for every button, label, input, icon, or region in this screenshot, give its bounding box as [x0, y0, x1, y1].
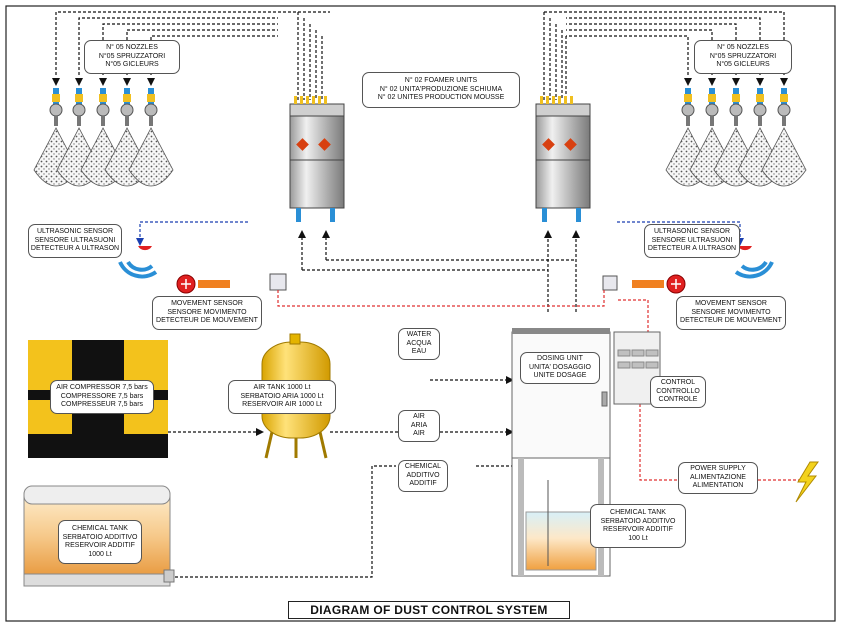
label-ultrasonic-left: ULTRASONIC SENSOR SENSORE ULTRASUONI DET… — [28, 224, 122, 258]
label-line: SERBATOIO ADDITIVO — [62, 533, 138, 541]
label-line: UNITE DOSAGE — [533, 372, 587, 380]
label-power-supply: POWER SUPPLY ALIMENTAZIONE ALIMENTATION — [678, 462, 758, 494]
label-foamer-units: N° 02 FOAMER UNITS N° 02 UNITA'PRODUZION… — [362, 72, 520, 108]
nozzles-right — [681, 88, 791, 126]
label-line: SENSORE ULTRASUONI — [34, 236, 116, 244]
spray-cones-left — [33, 127, 174, 187]
outer-frame — [5, 5, 836, 622]
label-movement-right: MOVEMENT SENSOR SENSORE MOVIMENTO DETECT… — [676, 296, 786, 330]
label-line: N°05 SPRUZZATORI — [709, 52, 777, 60]
label-line: AIR — [413, 413, 425, 421]
label-line: SERBATOIO ADDITIVO — [600, 517, 676, 525]
label-dosing-unit: DOSING UNIT UNITA' DOSAGGIO UNITE DOSAGE — [520, 352, 600, 384]
label-line: MOVEMENT SENSOR — [171, 300, 243, 308]
label-air: AIR ARIA AIR — [398, 410, 440, 442]
label-line: 100 Lt — [628, 534, 648, 542]
label-line: ADDITIF — [409, 480, 437, 488]
label-line: N° 05 NOZZLES — [717, 44, 769, 52]
label-line: CONTROLLO — [656, 387, 700, 395]
label-line: ACQUA — [406, 339, 432, 347]
label-chemical: CHEMICAL ADDITIVO ADDITIF — [398, 460, 448, 492]
label-line: COMPRESSEUR 7,5 bars — [60, 401, 144, 409]
label-line: CONTROLE — [658, 396, 698, 404]
foamer-unit-left — [278, 11, 345, 222]
nozzle-group-left — [33, 11, 278, 187]
label-line: N° 02 UNITES PRODUCTION MOUSSE — [377, 94, 505, 102]
label-line: N° 02 UNITA'PRODUZIONE SCHIUMA — [379, 85, 503, 93]
label-line: N° 02 FOAMER UNITS — [404, 77, 478, 85]
label-line: ULTRASONIC SENSOR — [653, 228, 731, 236]
label-line: SENSORE MOVIMENTO — [691, 308, 771, 316]
foamer-unit-right — [535, 11, 591, 222]
label-line: DOSING UNIT — [537, 355, 583, 363]
label-line: AIR COMPRESSOR 7,5 bars — [56, 384, 148, 392]
label-line: WATER — [406, 331, 432, 339]
label-line: RESERVOIR ADDITIF — [603, 526, 673, 533]
label-line: CONTROL — [660, 379, 696, 387]
label-line: ALIMENTATION — [692, 482, 744, 490]
movement-sensor-right — [602, 274, 686, 294]
label-line: RESERVOIR ADDITIF — [65, 542, 135, 549]
label-line: RESERVOIR AIR 1000 Lt — [242, 401, 322, 409]
ultrasonic-sensor-right — [616, 221, 774, 279]
label-chemical-tank-small: CHEMICAL TANK SERBATOIO ADDITIVO RESERVO… — [590, 504, 686, 548]
label-line: MOVEMENT SENSOR — [695, 300, 767, 308]
label-air-compressor: AIR COMPRESSOR 7,5 bars COMPRESSORE 7,5 … — [50, 380, 154, 414]
label-line: N°05 SPRUZZATORI — [98, 52, 166, 60]
label-air-tank: AIR TANK 1000 Lt SERBATOIO ARIA 1000 Lt … — [228, 380, 336, 414]
diagram-title: DIAGRAM OF DUST CONTROL SYSTEM — [288, 601, 570, 619]
nozzle-group-right — [566, 11, 807, 187]
label-line: N°05 GICLEURS — [105, 61, 159, 69]
movement-sensor-left — [176, 273, 287, 294]
label-line: POWER SUPPLY — [690, 465, 746, 473]
label-line: DETECTEUR A ULTRASON — [30, 245, 120, 253]
label-line: ULTRASONIC SENSOR — [36, 228, 114, 236]
label-line: UNITA' DOSAGGIO — [529, 363, 591, 371]
label-ultrasonic-right: ULTRASONIC SENSOR SENSORE ULTRASUONI DET… — [644, 224, 740, 258]
label-line: DETECTEUR DE MOUVEMENT — [680, 317, 782, 325]
label-control: CONTROL CONTROLLO CONTROLE — [650, 376, 706, 408]
label-line: DETECTEUR A ULTRASON — [647, 245, 737, 253]
label-chemical-tank-large: CHEMICAL TANK SERBATOIO ADDITIVO RESERVO… — [58, 520, 142, 564]
label-line: COMPRESSORE 7,5 bars — [60, 392, 144, 400]
label-water: WATER ACQUA EAU — [398, 328, 440, 360]
label-line: CHEMICAL TANK — [72, 525, 128, 532]
label-line: N°05 GICLEURS — [716, 61, 770, 69]
label-line: SERBATOIO ARIA 1000 Lt — [240, 392, 324, 400]
label-line: ADDITIVO — [406, 471, 440, 479]
label-line: ARIA — [410, 421, 428, 429]
spray-cones-right — [665, 127, 807, 187]
label-line: ALIMENTAZIONE — [690, 473, 746, 481]
label-line: AIR — [413, 430, 425, 438]
label-line: AIR TANK 1000 Lt — [253, 384, 311, 392]
lightning-bolt-icon — [795, 461, 819, 503]
label-line: SENSORE ULTRASUONI — [651, 236, 733, 244]
label-line: EAU — [411, 348, 427, 356]
label-line: DETECTEUR DE MOUVEMENT — [156, 317, 258, 325]
label-movement-left: MOVEMENT SENSOR SENSORE MOVIMENTO DETECT… — [152, 296, 262, 330]
label-line: CHEMICAL — [404, 463, 442, 471]
nozzles-left — [49, 88, 158, 126]
label-line: 1000 Lt — [88, 550, 112, 558]
label-line: SENSORE MOVIMENTO — [167, 308, 247, 316]
label-nozzles-right: N° 05 NOZZLES N°05 SPRUZZATORI N°05 GICL… — [694, 40, 792, 74]
ultrasonic-sensor-left — [118, 221, 248, 279]
label-line: CHEMICAL TANK — [610, 509, 666, 516]
label-nozzles-left: N° 05 NOZZLES N°05 SPRUZZATORI N°05 GICL… — [84, 40, 180, 74]
label-line: N° 05 NOZZLES — [106, 44, 158, 52]
